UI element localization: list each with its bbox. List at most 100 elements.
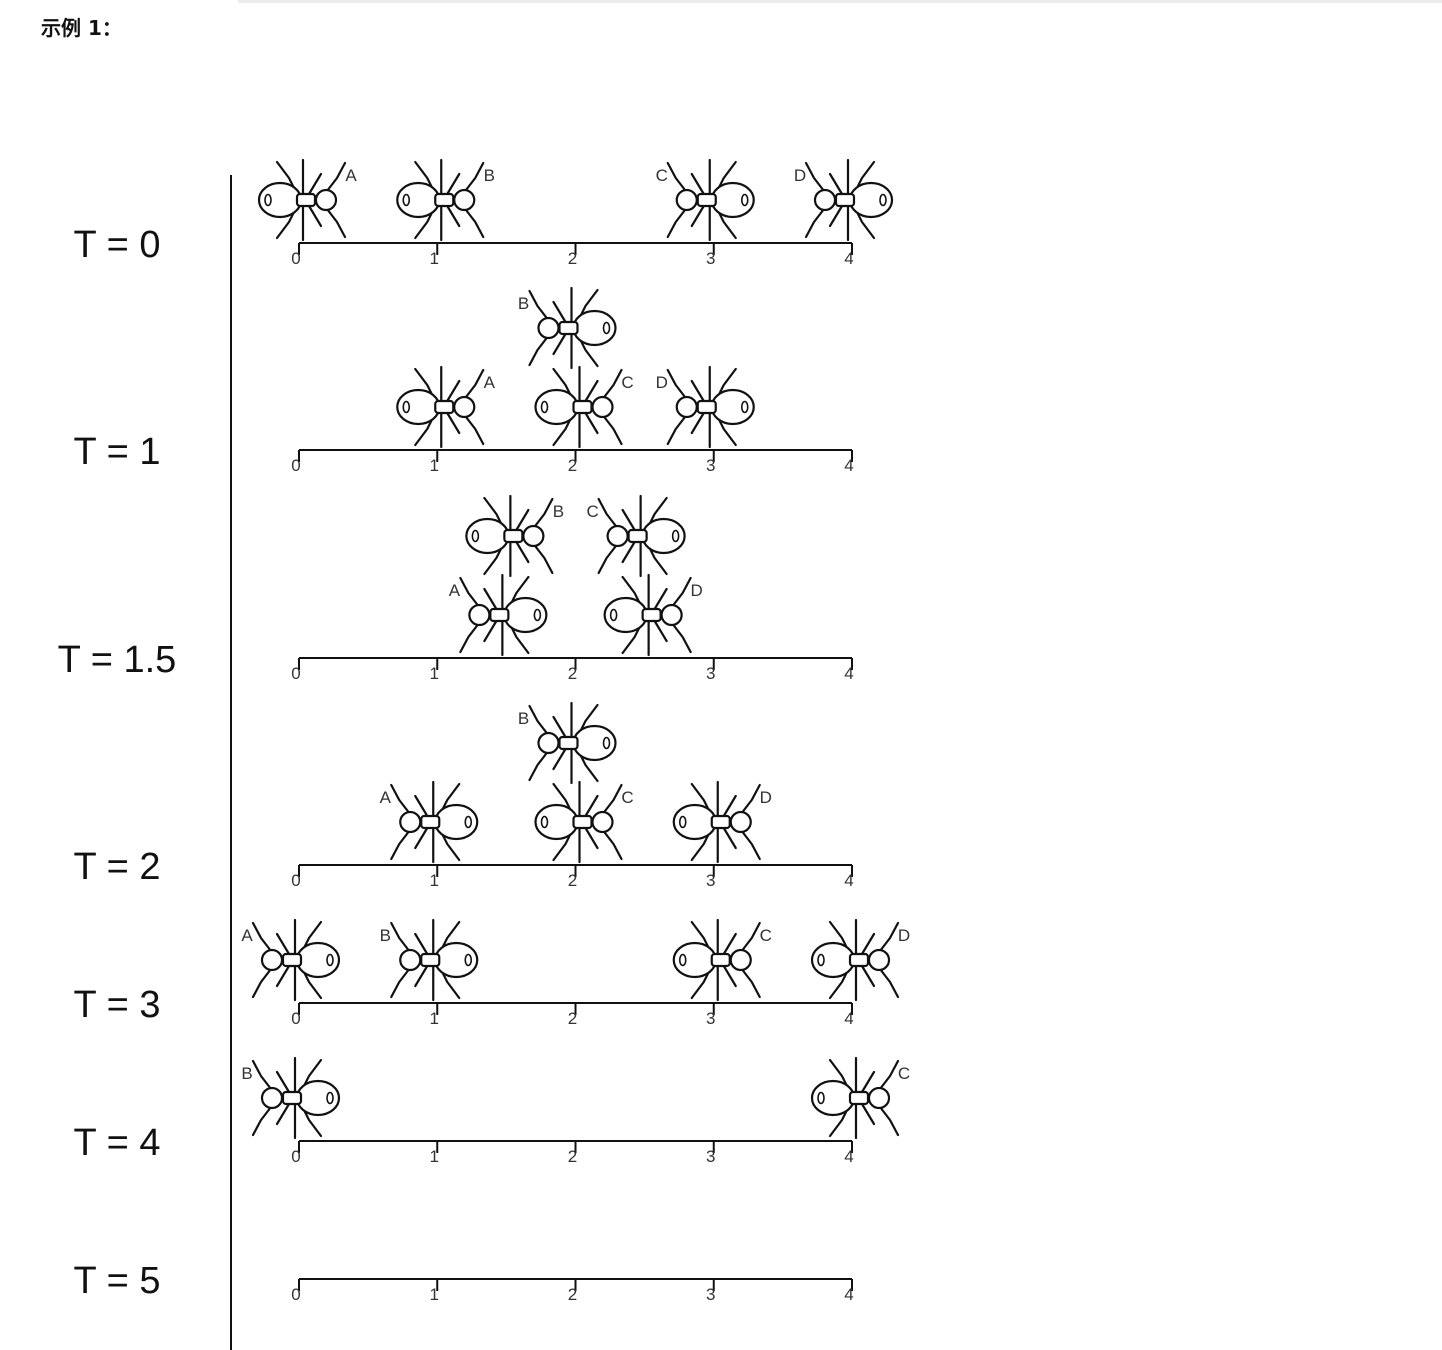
ant-marker: A <box>396 365 496 449</box>
tick-label: 1 <box>430 249 439 268</box>
time-label: T = 2 <box>74 846 161 888</box>
ant-marker: A <box>380 780 479 864</box>
ant-name-label: D <box>794 166 806 185</box>
time-label: T = 5 <box>74 1260 161 1302</box>
ant-icon <box>603 573 692 657</box>
tick-label: 4 <box>844 1147 853 1166</box>
top-divider <box>238 0 1442 3</box>
tick-label: 0 <box>291 871 300 890</box>
ant-name-label: C <box>621 788 633 807</box>
tick-label: 3 <box>706 664 715 683</box>
ant-icon <box>534 780 623 864</box>
time-label: T = 3 <box>74 984 161 1026</box>
ant-marker: B <box>396 158 495 242</box>
tick-label: 1 <box>430 1009 439 1028</box>
ant-name-label: C <box>621 373 633 392</box>
tick-label: 2 <box>568 871 577 890</box>
ant-marker: B <box>465 494 564 578</box>
tick-label: 4 <box>844 871 853 890</box>
ant-name-label: A <box>380 788 392 807</box>
tick-label: 2 <box>568 1285 577 1304</box>
ant-marker: C <box>656 158 755 242</box>
tick-label: 3 <box>706 456 715 475</box>
ant-name-label: A <box>484 373 496 392</box>
time-label: T = 1 <box>74 431 161 473</box>
ant-name-label: B <box>553 502 564 521</box>
tick-label: 4 <box>844 249 853 268</box>
ant-name-label: C <box>760 926 772 945</box>
ant-marker: B <box>518 701 617 785</box>
tick-label: 3 <box>706 1147 715 1166</box>
ant-marker: D <box>810 918 910 1002</box>
ant-icon <box>810 1056 900 1140</box>
ant-icon <box>804 158 894 242</box>
ant-marker: C <box>586 494 686 578</box>
ant-icon <box>534 365 623 449</box>
ant-name-label: B <box>380 926 391 945</box>
ant-icon <box>465 494 554 578</box>
time-row: T = 0 0 1 2 3 4 A B C D <box>74 158 894 268</box>
ant-icon <box>672 780 761 864</box>
tick-label: 0 <box>291 456 300 475</box>
ant-icon <box>459 573 548 657</box>
time-label: T = 1.5 <box>58 639 177 681</box>
time-label: T = 4 <box>74 1122 161 1164</box>
ant-marker: C <box>534 365 634 449</box>
tick-label: 1 <box>430 871 439 890</box>
ant-marker: A <box>241 918 341 1002</box>
ant-name-label: B <box>518 709 529 728</box>
tick-label: 3 <box>706 1285 715 1304</box>
ant-name-label: A <box>345 166 357 185</box>
ant-marker: D <box>603 573 703 657</box>
tick-label: 4 <box>844 1009 853 1028</box>
ant-icon <box>528 701 617 785</box>
ant-name-label: D <box>760 788 772 807</box>
ant-marker: C <box>810 1056 910 1140</box>
ant-icon <box>810 918 900 1002</box>
tick-label: 1 <box>430 1147 439 1166</box>
tick-label: 1 <box>430 664 439 683</box>
ant-marker: B <box>241 1056 341 1140</box>
tick-label: 1 <box>430 456 439 475</box>
ant-icon <box>390 918 479 1002</box>
tick-label: 0 <box>291 249 300 268</box>
tick-label: 2 <box>568 1147 577 1166</box>
tick-label: 4 <box>844 456 853 475</box>
ant-icon <box>396 365 485 449</box>
ant-marker: C <box>534 780 634 864</box>
time-label: T = 0 <box>74 224 161 266</box>
ant-marker: D <box>794 158 894 242</box>
tick-label: 3 <box>706 249 715 268</box>
ant-name-label: B <box>518 294 529 313</box>
ant-name-label: C <box>586 502 598 521</box>
ant-name-label: B <box>241 1064 252 1083</box>
tick-label: 0 <box>291 664 300 683</box>
ant-name-label: B <box>484 166 495 185</box>
example-heading: 示例 1： <box>41 16 122 40</box>
ant-name-label: A <box>449 581 461 600</box>
tick-label: 3 <box>706 1009 715 1028</box>
ant-icon <box>251 1056 341 1140</box>
ant-icon <box>396 158 485 242</box>
ant-marker: A <box>257 158 357 242</box>
ant-icon <box>251 918 341 1002</box>
tick-label: 0 <box>291 1285 300 1304</box>
tick-label: 2 <box>568 456 577 475</box>
ant-marker: B <box>380 918 479 1002</box>
ant-marker: D <box>672 780 772 864</box>
time-row: T = 1 0 1 2 3 4 A B C D <box>74 286 854 475</box>
ant-marker: D <box>656 365 755 449</box>
ant-marker: B <box>518 286 617 370</box>
tick-label: 4 <box>844 664 853 683</box>
ant-icon <box>597 494 686 578</box>
ant-name-label: C <box>656 166 668 185</box>
tick-label: 2 <box>568 249 577 268</box>
tick-label: 2 <box>568 1009 577 1028</box>
ant-icon <box>257 158 347 242</box>
